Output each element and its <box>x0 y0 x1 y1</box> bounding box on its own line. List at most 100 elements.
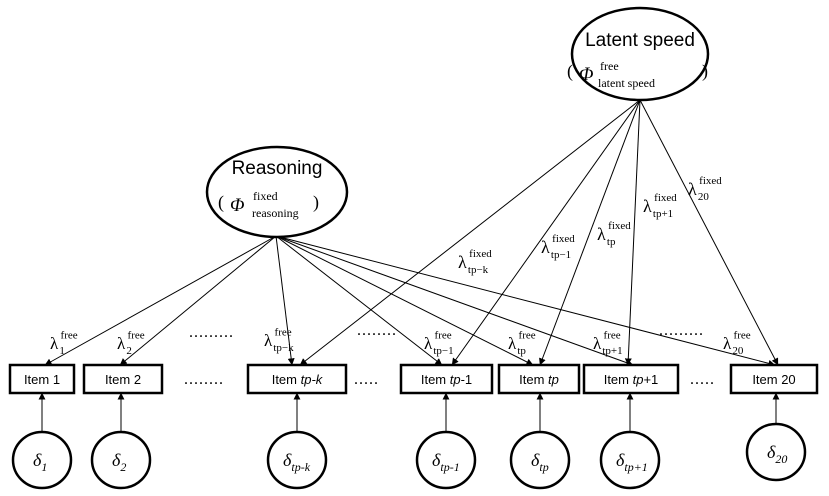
svg-text:): ) <box>702 61 708 82</box>
arrow-reasoning-item-tpk <box>275 235 295 366</box>
error-node: δ1 <box>11 430 73 490</box>
svg-text:free: free <box>61 329 78 341</box>
item-label: Item tp-1 <box>421 372 472 387</box>
svg-text:free: free <box>435 329 452 341</box>
svg-text:tp−1: tp−1 <box>433 345 453 357</box>
svg-text:λ: λ <box>117 334 126 353</box>
svg-text:fixed: fixed <box>552 233 575 245</box>
svg-text:tp−1: tp−1 <box>551 249 571 261</box>
error-label: δ20 <box>767 442 787 466</box>
arrow-reasoning-item-1 <box>44 235 277 366</box>
svg-text:fixed: fixed <box>654 192 677 204</box>
item-box: Item tp-1 <box>399 363 494 395</box>
svg-text:tp−k: tp−k <box>273 342 294 354</box>
arrow-speed-item-tp <box>539 99 641 366</box>
latent-speed-title: Latent speed <box>585 30 695 51</box>
error-label: δ1 <box>33 450 47 474</box>
arrow-reasoning-item-tp+1 <box>275 235 634 367</box>
item-box: Item 20 <box>729 363 819 395</box>
svg-text:free: free <box>604 329 621 341</box>
item-box: Item tp <box>497 363 581 395</box>
error-node: δ20 <box>745 422 807 482</box>
svg-text:(: ( <box>218 192 224 213</box>
svg-text:(: ( <box>567 61 573 82</box>
phi-reasoning-sup: fixed <box>253 189 278 203</box>
svg-text:tp+1: tp+1 <box>602 345 622 357</box>
phi-speed: Φ <box>579 64 593 85</box>
ellipsis-mark: ........ <box>357 322 397 339</box>
error-label: δtp-1 <box>432 450 460 474</box>
error-node: δtp+1 <box>599 430 661 490</box>
arrow-speed-item-tpk <box>299 99 641 366</box>
svg-text:20: 20 <box>698 191 710 203</box>
error-label: δ2 <box>112 450 126 474</box>
ellipsis-mark: ......... <box>189 324 234 341</box>
svg-text:λ: λ <box>643 196 652 216</box>
arrow-speed-item-20 <box>639 99 779 366</box>
svg-text:fixed: fixed <box>699 175 722 187</box>
svg-text:λ: λ <box>264 331 273 350</box>
svg-text:fixed: fixed <box>608 220 631 232</box>
latent-reasoning-node: Reasoning ( Φ fixed reasoning ) <box>205 145 349 239</box>
arrow-speed-item-tp1 <box>451 99 641 366</box>
svg-text:tp−k: tp−k <box>468 264 489 276</box>
svg-text:λ: λ <box>424 334 433 353</box>
error-node: δtp-k <box>266 430 328 490</box>
error-label: δtp-k <box>283 450 311 474</box>
svg-text:1: 1 <box>59 345 65 357</box>
item-label: Item 2 <box>105 372 141 387</box>
svg-text:fixed: fixed <box>469 248 492 260</box>
item-label: Item tp <box>519 372 559 387</box>
arrow-reasoning-item-20 <box>275 235 776 367</box>
svg-text:free: free <box>519 329 536 341</box>
item-box: Item 2 <box>82 363 164 395</box>
svg-text:λ: λ <box>593 334 602 353</box>
svg-text:λ: λ <box>50 334 59 353</box>
svg-text:20: 20 <box>732 345 744 357</box>
item-label: Item tp-k <box>272 372 324 387</box>
reasoning-title: Reasoning <box>232 158 323 179</box>
reasoning-arrows <box>44 235 776 367</box>
ellipsis-marks: ........................................… <box>184 322 714 388</box>
error-label: δtp+1 <box>616 450 648 474</box>
speed-arrows <box>299 99 779 366</box>
svg-text:tp+1: tp+1 <box>653 208 673 220</box>
arrow-reasoning-item-2 <box>119 235 277 366</box>
svg-text:λ: λ <box>508 334 517 353</box>
item-label: Item 1 <box>24 372 60 387</box>
error-node: δ2 <box>90 430 152 490</box>
phi-reasoning-sub: reasoning <box>252 206 299 220</box>
svg-text:λ: λ <box>597 224 606 244</box>
arrow-reasoning-item-tp1 <box>275 235 443 366</box>
ellipsis-mark: ......... <box>659 322 704 339</box>
arrow-reasoning-item-tp <box>275 235 534 366</box>
error-node: δtp-1 <box>415 430 477 490</box>
svg-text:free: free <box>734 329 751 341</box>
phi-speed-sub: latent speed <box>598 76 655 90</box>
phi-reasoning: Φ <box>230 195 244 216</box>
item-box: Item 1 <box>8 363 76 395</box>
svg-text:tp: tp <box>607 236 616 248</box>
ellipsis-mark: ........ <box>184 371 224 388</box>
item-label: Item tp+1 <box>604 372 659 387</box>
ellipsis-mark: ..... <box>354 371 379 388</box>
svg-text:λ: λ <box>541 237 550 257</box>
items: Item 1 Item 2 Item tp-k Item tp-1 Item tp Ite… <box>8 363 819 395</box>
svg-text:λ: λ <box>688 179 697 199</box>
item-label: Item 20 <box>752 372 795 387</box>
